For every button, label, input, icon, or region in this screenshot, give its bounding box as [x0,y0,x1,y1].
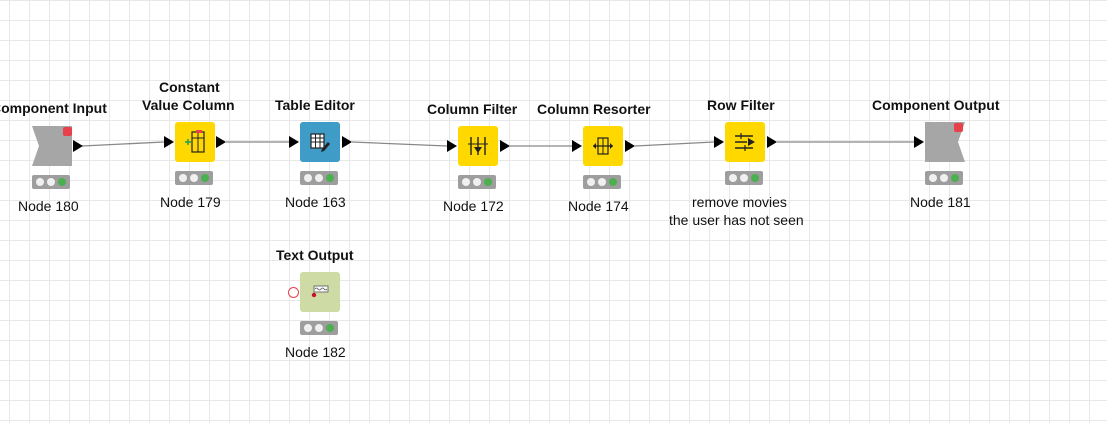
node-title-text-output: Text Output [276,247,354,263]
component-output-in-port[interactable] [914,136,924,148]
table-editor-node[interactable] [300,122,340,162]
constant-value-column-icon [185,130,205,153]
status-dot-green [326,174,334,182]
node-label-174[interactable]: Node 174 [568,198,629,214]
status-dot-yellow [190,174,198,182]
status-dot-green [201,174,209,182]
status-light-node-174 [583,175,621,189]
table-editor-out-port[interactable] [342,136,352,148]
node-annotation-row-filter-line2[interactable]: the user has not seen [669,212,804,228]
text-output-icon [311,285,329,298]
table-editor-icon [310,133,330,152]
node-label-163[interactable]: Node 163 [285,194,346,210]
constant-value-in-port[interactable] [164,136,174,148]
status-dot-green [609,178,617,186]
node-label-179[interactable]: Node 179 [160,194,221,210]
status-dot-green [484,178,492,186]
row-filter-icon [735,133,755,151]
status-dot-red [304,324,312,332]
component-output-node[interactable] [925,122,965,162]
node-title-component-input: Component Input [0,100,107,116]
status-dot-yellow [940,174,948,182]
column-filter-out-port[interactable] [500,140,510,152]
column-resorter-out-port[interactable] [625,140,635,152]
row-filter-in-port[interactable] [714,136,724,148]
node-title-row-filter: Row Filter [707,97,775,113]
constant-value-out-port[interactable] [216,136,226,148]
column-filter-node[interactable] [458,126,498,166]
node-label-182[interactable]: Node 182 [285,344,346,360]
column-resorter-in-port[interactable] [572,140,582,152]
node-title-constant-line1: Constant [159,79,220,95]
status-dot-red [36,178,44,186]
component-input-flag [63,127,72,136]
column-resorter-icon [593,137,613,155]
component-input-icon [32,126,72,166]
connection-163-172[interactable] [351,141,448,147]
status-dot-red [304,174,312,182]
connection-174-rowfilter[interactable] [634,141,715,147]
node-title-column-filter: Column Filter [427,101,518,117]
node-title-constant-line2: Value Column [142,97,235,113]
row-filter-out-port[interactable] [767,136,777,148]
status-light-node-181 [925,171,963,185]
table-editor-in-port[interactable] [289,136,299,148]
text-output-node[interactable] [300,272,340,312]
status-dot-red [179,174,187,182]
status-light-row-filter [725,171,763,185]
status-dot-green [58,178,66,186]
status-dot-red [929,174,937,182]
node-title-column-resorter: Column Resorter [537,101,651,117]
status-light-node-182 [300,321,338,335]
node-label-181[interactable]: Node 181 [910,194,971,210]
status-dot-yellow [598,178,606,186]
status-dot-yellow [473,178,481,186]
connection-180-179[interactable] [81,141,165,147]
status-light-node-180 [32,175,70,189]
row-filter-node[interactable] [725,122,765,162]
status-light-node-179 [175,171,213,185]
status-light-node-172 [458,175,496,189]
status-dot-yellow [315,174,323,182]
status-dot-green [326,324,334,332]
status-dot-green [751,174,759,182]
status-dot-yellow [47,178,55,186]
column-filter-icon [468,137,488,155]
column-resorter-node[interactable] [583,126,623,166]
node-title-table-editor: Table Editor [275,97,355,113]
status-dot-yellow [315,324,323,332]
component-output-flag [954,123,963,132]
status-dot-red [729,174,737,182]
component-input-out-port[interactable] [73,140,83,152]
node-title-component-output: Component Output [872,97,1000,113]
status-dot-red [587,178,595,186]
status-dot-red [462,178,470,186]
column-filter-in-port[interactable] [447,140,457,152]
status-dot-green [951,174,959,182]
node-label-180[interactable]: Node 180 [18,198,79,214]
status-dot-yellow [740,174,748,182]
status-light-node-163 [300,171,338,185]
node-annotation-row-filter-line1[interactable]: remove movies [692,194,787,210]
component-input-node[interactable] [32,126,72,166]
text-output-flow-variable-port[interactable] [288,287,299,298]
component-output-icon [925,122,965,162]
node-label-172[interactable]: Node 172 [443,198,504,214]
constant-value-column-node[interactable] [175,122,215,162]
